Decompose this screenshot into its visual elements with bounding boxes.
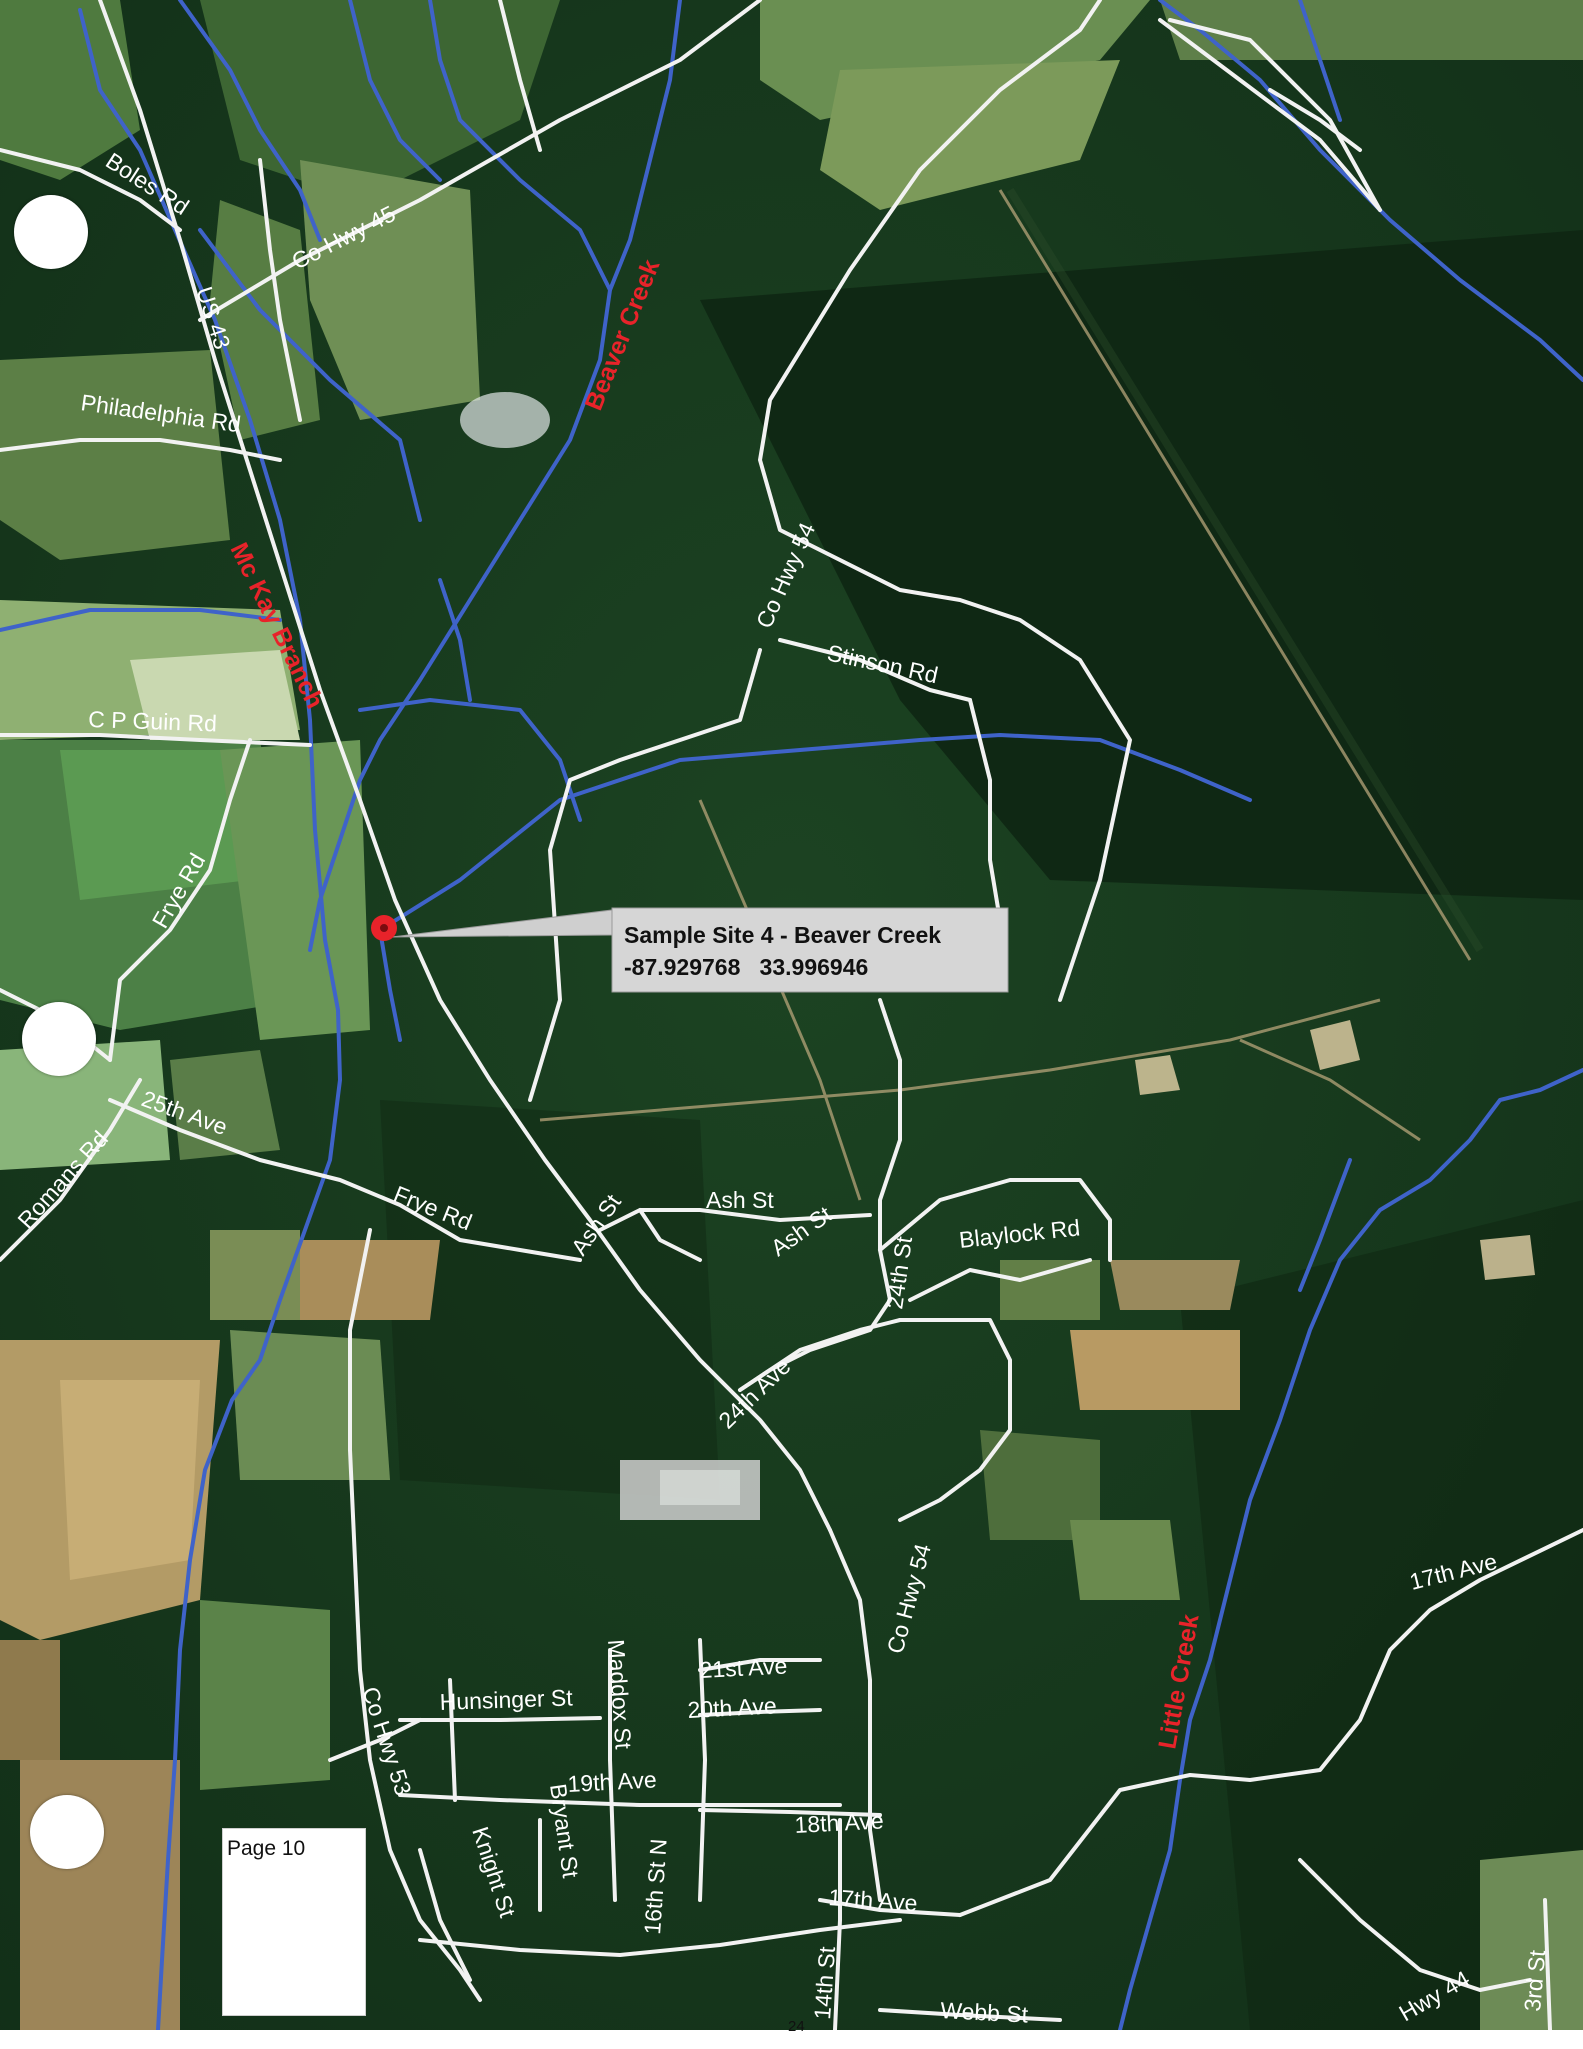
sample-site-callout: Sample Site 4 - Beaver Creek -87.929768 … (371, 907, 1009, 993)
cloud (460, 392, 550, 448)
label-18th-ave: 18th Ave (794, 1807, 884, 1838)
label-21st-ave: 21st Ave (699, 1652, 788, 1683)
sample-site-name: Sample Site 4 - Beaver Creek (624, 922, 941, 948)
stream-little-creek (1118, 1068, 1583, 2032)
road-cp-guin (0, 733, 312, 747)
road-ne-top (1168, 18, 1382, 212)
callout-box (611, 907, 1009, 993)
road-us-43 (98, 0, 832, 1532)
road-18th-ave (698, 1808, 882, 1817)
road-17th-ave-east (958, 1528, 1583, 1917)
road-14th-st (833, 1818, 842, 2032)
road-town-grid-2 (448, 1678, 457, 1802)
dark-forest-patches (380, 230, 1583, 2030)
road-frye-north (108, 738, 252, 1062)
road-21st-ave (698, 1658, 822, 1672)
clearings (539, 187, 1484, 1201)
stream-beaver-upper (608, 0, 682, 292)
stream-tributary-5 (88, 608, 282, 622)
stream-beaver-creek-main (358, 0, 612, 782)
road-blaylock-2 (908, 1258, 1092, 1302)
binder-hole-bottom (30, 1795, 104, 1869)
stream-philadelphia-fork (198, 228, 422, 522)
road-co-hwy-54-south (828, 1528, 882, 1902)
stream-tributary-2 (358, 698, 582, 822)
page-note: Page 10 (222, 1828, 366, 2016)
label-17th-ave-town: 17th Ave (828, 1884, 919, 1916)
road-knight (418, 1848, 472, 1982)
sand-clearings (620, 1020, 1535, 1520)
label-ash-st-east: Ash St (706, 1187, 774, 1213)
road-town-grid-1 (698, 1638, 707, 1902)
road-co-hwy-54-loop (528, 648, 762, 1102)
stream-tributary-7 (378, 928, 402, 1042)
road-nw-short (1268, 88, 1362, 152)
road-webb (878, 2008, 1062, 2022)
road-blaylock (878, 1178, 1112, 1262)
road-boles (0, 148, 182, 232)
label-14th-st: 14th St (809, 1945, 840, 2020)
road-co-hwy-53 (348, 1228, 482, 2002)
road-co-hwy-54 (758, 0, 1132, 1002)
label-19th-ave: 19th Ave (567, 1766, 657, 1797)
stream-mckay-branch (78, 8, 342, 2032)
road-ash-st (598, 1208, 872, 1232)
road-nw-north (1158, 18, 1382, 212)
road-19th-ave (398, 1793, 842, 1807)
bottom-margin (0, 2030, 1583, 2049)
road-hwy-44 (1298, 1858, 1532, 1992)
stream-tributary-1 (308, 778, 362, 952)
stream-tributary-3 (378, 733, 1252, 932)
label-20th-ave: 20th Ave (687, 1692, 777, 1723)
sample-site-marker-center (380, 924, 388, 932)
stream-little-creek-tributary (1298, 1158, 1352, 1292)
stream-northeast (1158, 0, 1583, 382)
road-3rd-st (1543, 1898, 1552, 2032)
stream-north-fork (178, 0, 322, 242)
road-ash-st-2 (638, 1208, 702, 1262)
binder-hole-middle (22, 1002, 96, 1076)
road-philadelphia (0, 438, 282, 462)
road-25th-ave (108, 1098, 582, 1262)
road-stinson (778, 638, 972, 702)
road-20th-ave (698, 1708, 822, 1717)
stream-tributary-4 (438, 578, 472, 702)
road-co-hwy-45 (198, 0, 762, 322)
page-note-label: Page 10 (227, 1837, 306, 1860)
label-hunsinger-st: Hunsinger St (439, 1684, 573, 1715)
road-farm-2 (498, 0, 542, 152)
label-cp-guin-rd: C P Guin Rd (88, 706, 218, 736)
road-town-south (418, 1918, 902, 1957)
stream-tributary-6 (0, 608, 92, 632)
stream-northeast-2 (1298, 0, 1342, 122)
road-west-south (328, 1718, 422, 1762)
road-farm-1 (258, 158, 302, 422)
road-maddox (608, 1648, 617, 1902)
label-webb-st: Webb St (940, 1997, 1030, 2028)
road-east-loop (898, 1318, 1012, 1522)
road-24th-st (738, 998, 902, 1392)
road-24th-ave (738, 1318, 902, 1392)
binder-hole-top (14, 195, 88, 269)
road-hunsinger (398, 1716, 602, 1722)
label-3rd-st: 3rd St (1519, 1948, 1550, 2012)
sample-site-coordinates: -87.929768 33.996946 (624, 954, 868, 980)
stream-beaver-west (348, 0, 442, 182)
page-number: 24 (788, 2018, 805, 2035)
